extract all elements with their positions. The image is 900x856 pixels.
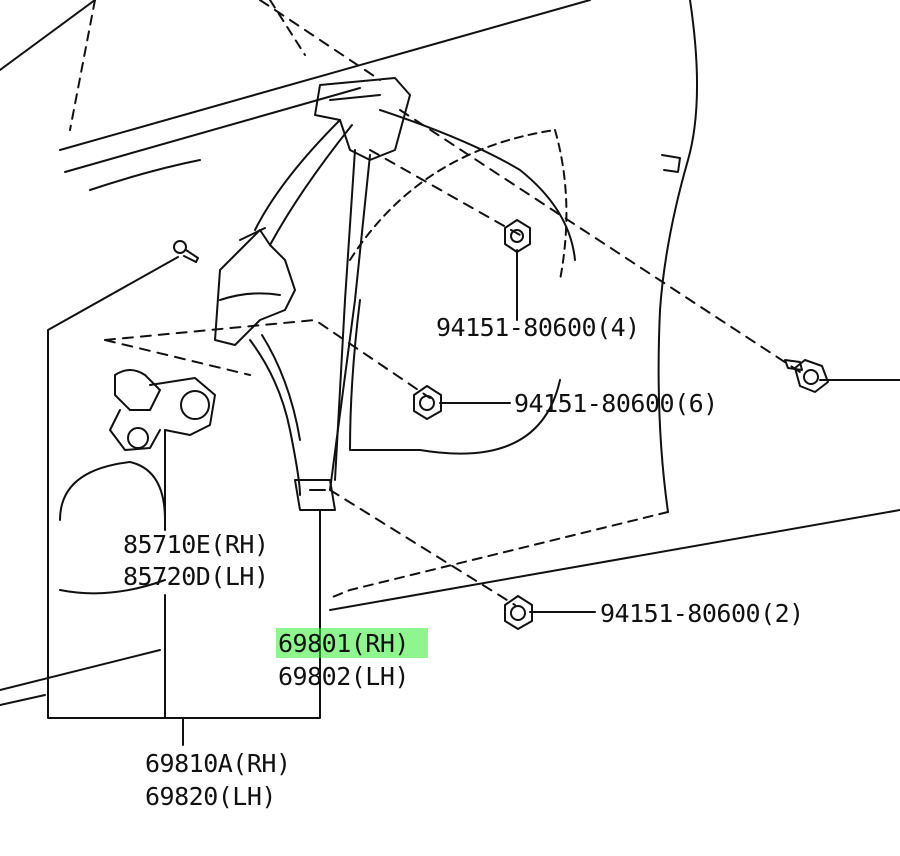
- highlight-box: [276, 628, 428, 658]
- nut-icon-94151-4: [504, 219, 531, 253]
- label-69802-lh: 69802(LH): [278, 662, 409, 691]
- dashed-leaders: [104, 0, 801, 606]
- label-94151-80600-6: 94151-80600(6): [514, 389, 718, 418]
- window-regulator-rh-lh: [214, 77, 411, 511]
- bolt-icon-right: [784, 359, 829, 393]
- label-94151-80600-4: 94151-80600(4): [436, 313, 640, 342]
- door-outline: [0, 0, 900, 706]
- nut-icon-94151-2: [504, 595, 533, 630]
- label-94151-80600-2: 94151-80600(2): [600, 599, 804, 628]
- label-85720d-lh: 85720D(LH): [123, 562, 269, 591]
- nut-icon-94151-6: [413, 385, 442, 420]
- motor-85710e-85720d: [109, 369, 216, 451]
- label-69810a-rh: 69810A(RH): [145, 749, 291, 778]
- label-69801-rh[interactable]: 69801(RH): [278, 629, 409, 658]
- clip-icon: [173, 240, 199, 263]
- label-69820-lh: 69820(LH): [145, 782, 276, 811]
- label-85710e-rh: 85710E(RH): [123, 530, 269, 559]
